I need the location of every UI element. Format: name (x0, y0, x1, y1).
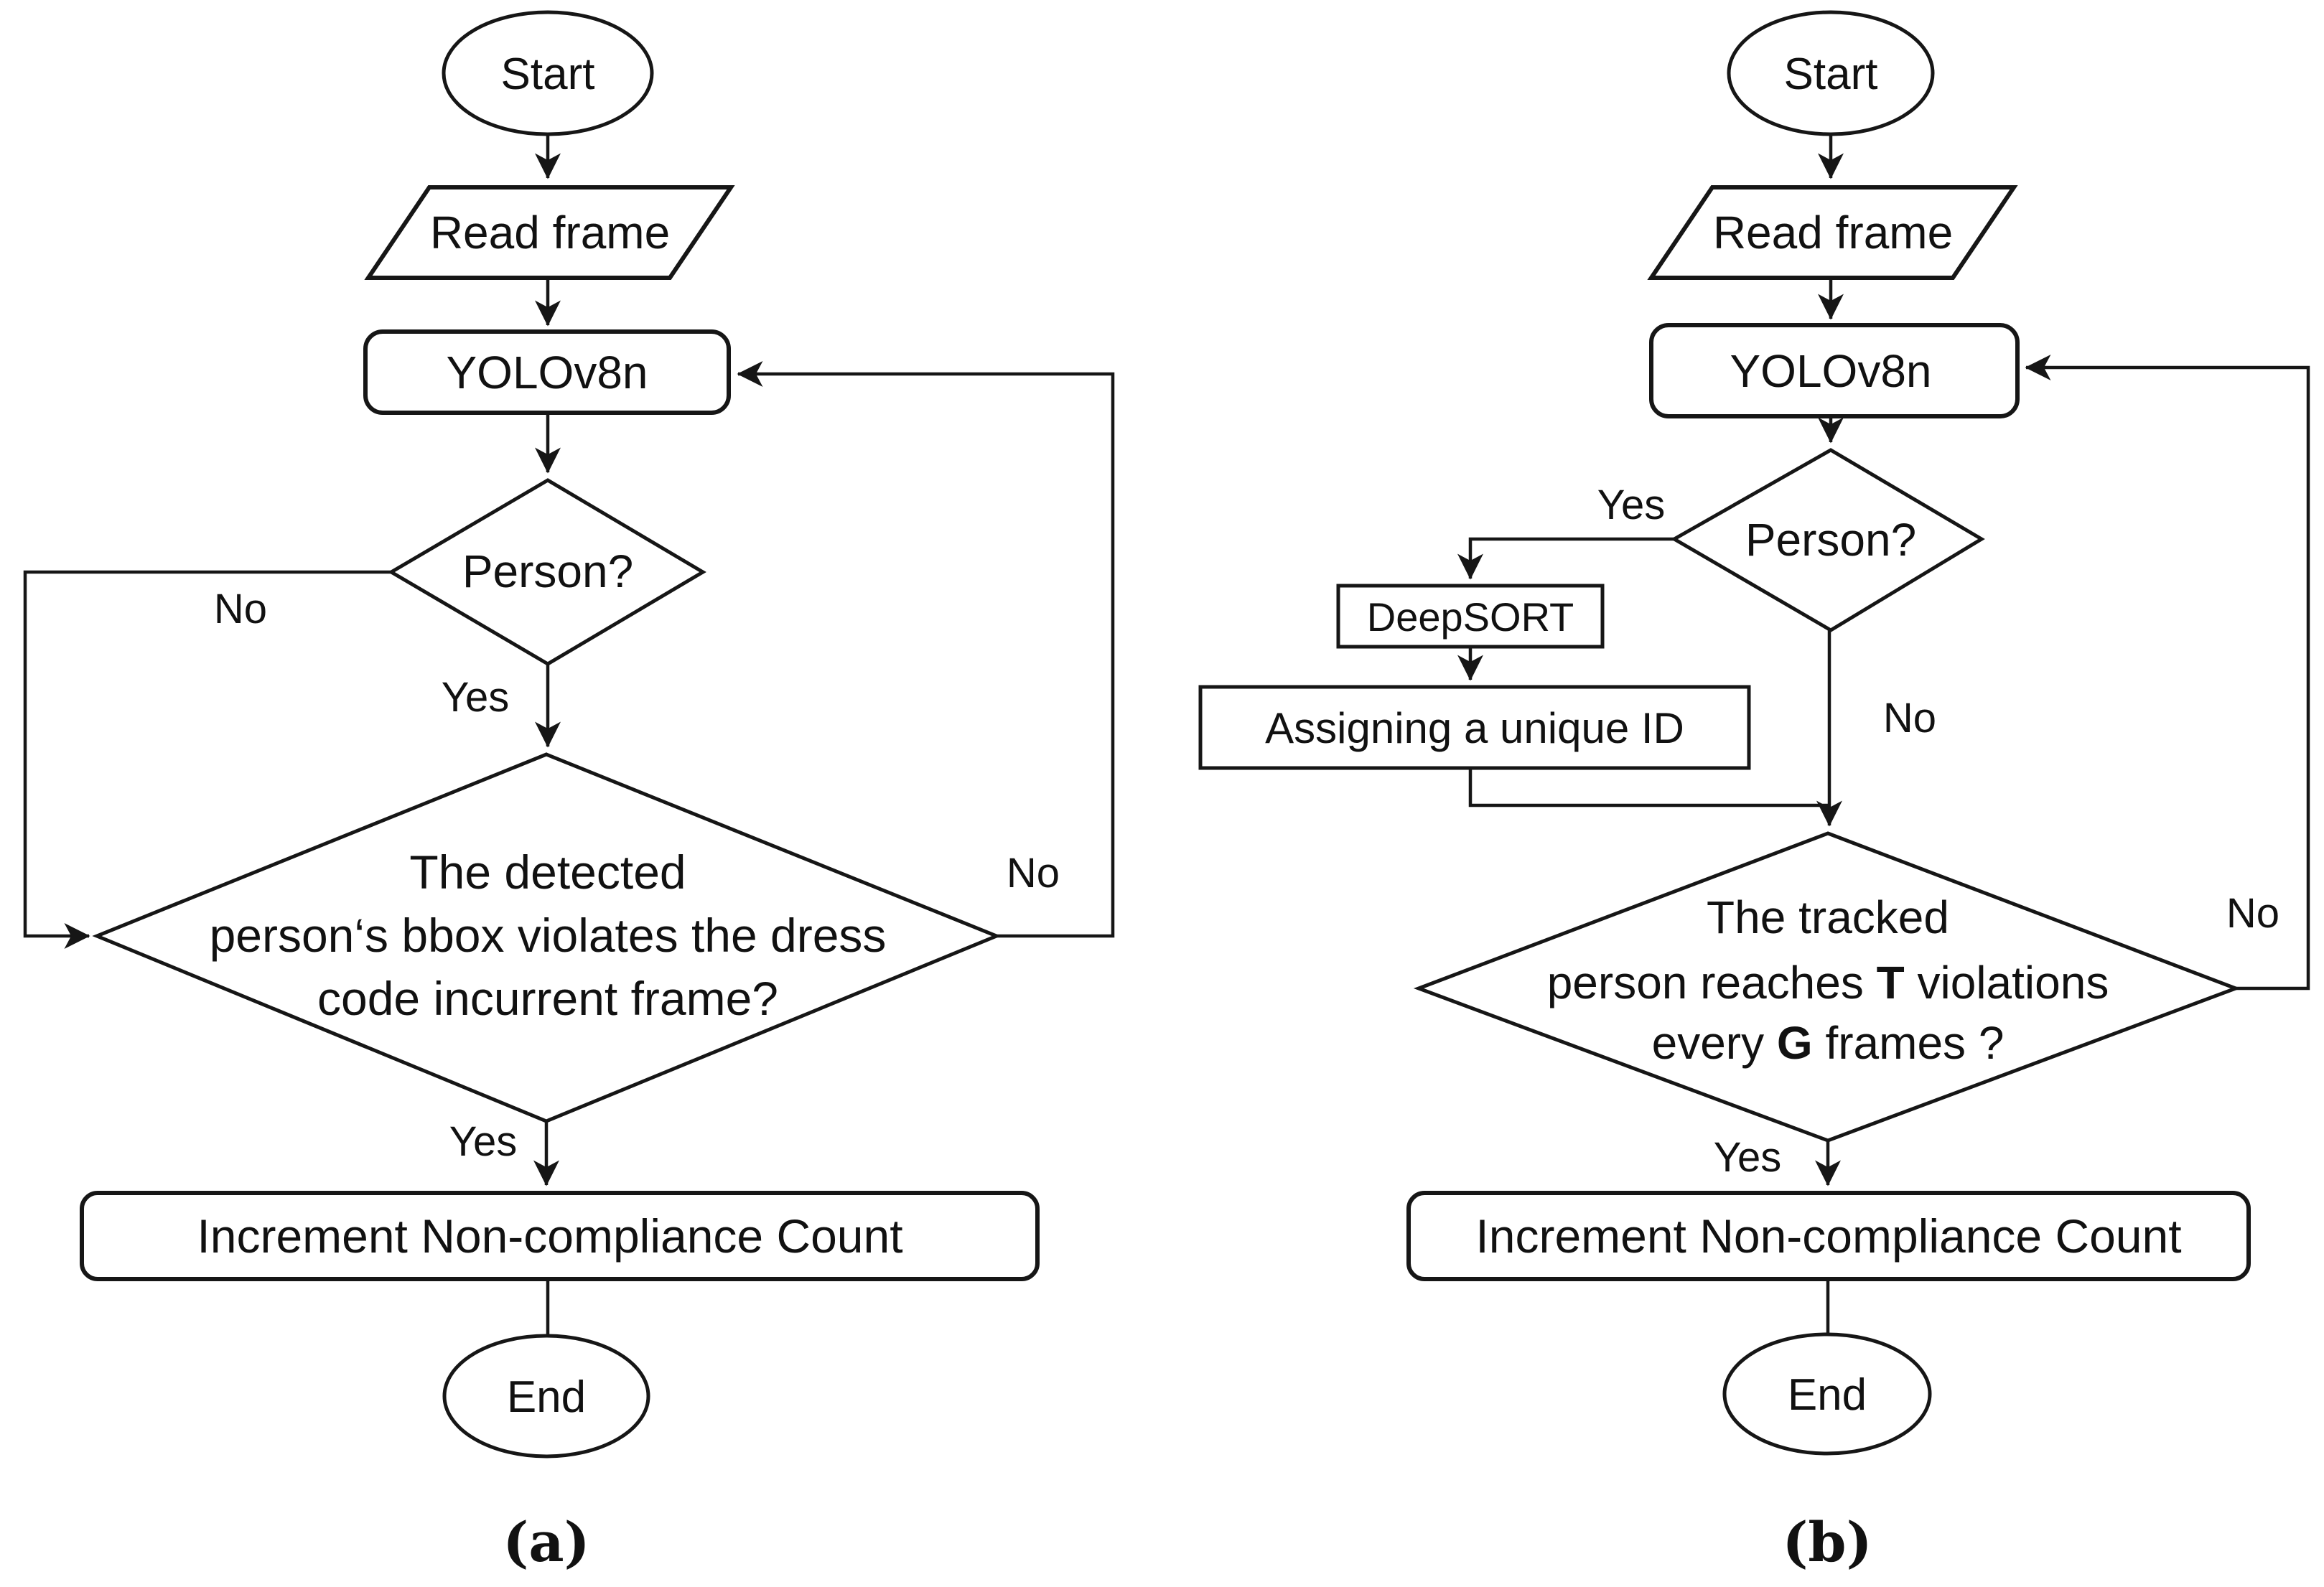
a-yolov8n-box (363, 329, 731, 415)
b-edge-assign-merge (1468, 768, 1829, 807)
a-end-label: End (507, 1372, 586, 1422)
a-dresscode-line2: person‘s bbox violates the dress (210, 909, 887, 962)
b-end-label: End (1788, 1370, 1867, 1420)
b-violations-line1: The tracked (1707, 891, 1949, 943)
b-caption: (b) (1782, 1510, 1872, 1574)
a-yolov8n-label: YOLOv8n (446, 347, 648, 398)
b-edge-decision-no-loop (2025, 355, 2310, 991)
a-label-no-left: No (214, 586, 267, 632)
b-person-decision-diamond (1670, 448, 1985, 632)
a-edge-person-no-loop (23, 570, 391, 949)
b-read-frame-label: Read frame (1713, 207, 1953, 258)
b-deepsort-label: DeepSORT (1367, 594, 1574, 640)
a-increment-label: Increment Non-compliance Count (197, 1209, 902, 1263)
a-label-yes-bottom: Yes (449, 1118, 518, 1165)
b-label-no-mid: No (1883, 695, 1936, 741)
b-violations-line3-post: frames ? (1813, 1017, 2005, 1069)
b-violations-line2-bold: T (1877, 957, 1905, 1008)
a-dresscode-line1: The detected (409, 846, 686, 899)
b-increment-box (1406, 1191, 2251, 1281)
b-person-decision-label: Person? (1745, 514, 1916, 566)
b-label-yes-bottom: Yes (1714, 1134, 1782, 1181)
b-edge-person-yes-to-deepsort (1457, 537, 1674, 580)
a-end-ellipse (442, 1334, 650, 1459)
a-label-yes-mid: Yes (442, 674, 510, 721)
b-start-label: Start (1784, 50, 1878, 99)
a-increment-box (80, 1191, 1040, 1281)
a-dresscode-decision-diamond (92, 752, 1002, 1123)
b-violations-line3-bold: G (1777, 1017, 1813, 1069)
a-read-frame-label: Read frame (430, 207, 670, 258)
b-violations-line2-pre: person reaches (1547, 957, 1877, 1008)
b-violations-line3: every G frames ? (1652, 1017, 2005, 1069)
a-person-decision-diamond (388, 478, 706, 666)
b-violations-line2-post: violations (1905, 957, 2109, 1008)
b-start-ellipse (1727, 10, 1935, 136)
b-assign-id-box (1198, 685, 1751, 770)
a-edges (23, 135, 1115, 1337)
b-label-no-right: No (2226, 890, 2279, 937)
a-start-ellipse (442, 10, 654, 136)
b-violations-line2: person reaches T violations (1547, 957, 2109, 1008)
a-edge-decision-no-loop (737, 361, 1115, 938)
b-deepsort-box (1336, 584, 1605, 649)
a-label-no-right: No (1007, 850, 1060, 897)
flowchart-a: Start Read frame YOLOv8n Person? The det… (23, 10, 1115, 1574)
a-read-frame-parallelogram (364, 185, 735, 280)
a-start-label: Start (501, 50, 595, 99)
a-person-decision-label: Person? (462, 546, 633, 597)
flowchart-b: Start Read frame YOLOv8n Person? DeepSOR… (1198, 10, 2310, 1574)
b-edges (1457, 135, 2310, 1335)
b-read-frame-parallelogram (1647, 185, 2018, 280)
b-label-yes-left: Yes (1597, 482, 1666, 528)
b-increment-label: Increment Non-compliance Count (1475, 1209, 2181, 1263)
b-assign-id-label: Assigning a unique ID (1265, 704, 1684, 752)
b-violations-decision-diamond (1413, 831, 2241, 1143)
a-caption: (a) (503, 1510, 589, 1574)
b-yolov8n-label: YOLOv8n (1730, 345, 1931, 397)
a-dresscode-line3: code incurrent frame? (317, 972, 778, 1025)
b-violations-line3-pre: every (1652, 1017, 1777, 1069)
b-end-ellipse (1722, 1332, 1932, 1456)
b-yolov8n-box (1649, 323, 2020, 418)
